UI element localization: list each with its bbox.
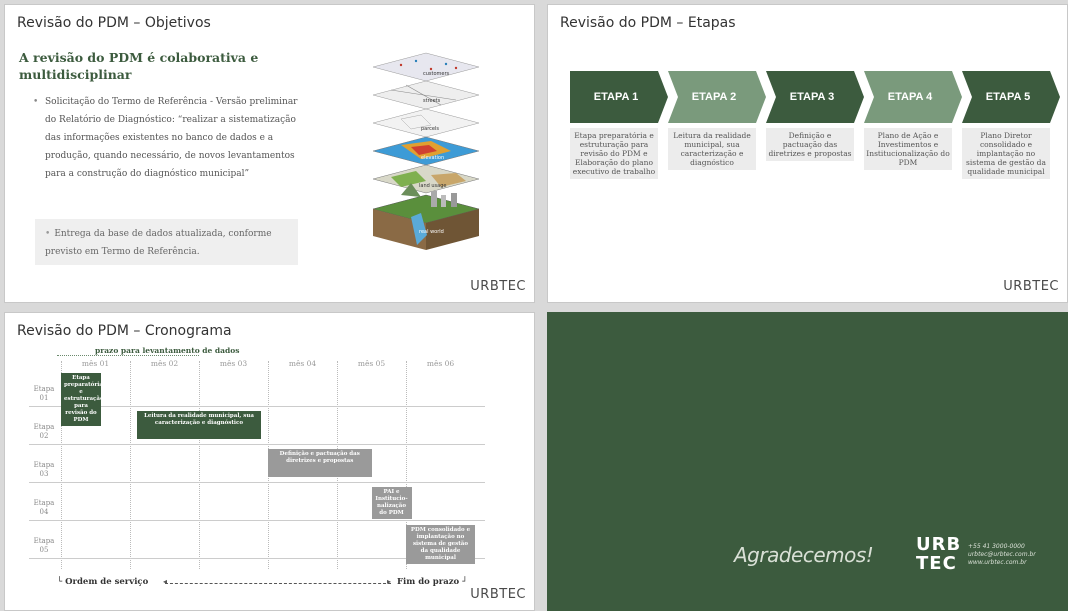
gantt-subtitle: prazo para levantamento de dados bbox=[95, 346, 240, 355]
contact-email[interactable]: urbtec@urbtec.com.br bbox=[968, 551, 1036, 558]
chevron-shape bbox=[570, 71, 668, 123]
month-header: mês 02 bbox=[150, 359, 179, 368]
step-label: ETAPA 2 bbox=[691, 91, 737, 103]
gantt-bar: PAI e Institucio-nalização do PDM bbox=[371, 487, 412, 519]
arrow-right-icon: ▸ bbox=[387, 577, 392, 586]
step-label: ETAPA 1 bbox=[593, 91, 639, 103]
bullet-item: • Solicitação do Termo de Referência - V… bbox=[33, 93, 307, 183]
arrow-left-icon: ◂ bbox=[163, 577, 168, 586]
chevron-shape bbox=[766, 71, 864, 123]
start-label: └ Ordem de serviço bbox=[57, 577, 149, 587]
step-description: Plano Diretor consolidado e implantação … bbox=[962, 128, 1050, 179]
row-label: Etapa 02 bbox=[33, 423, 55, 440]
row-divider bbox=[29, 558, 485, 559]
chevron-shape bbox=[962, 71, 1060, 123]
bullet-text: Entrega da base de dados atualizada, con… bbox=[45, 229, 272, 257]
chevron-shape bbox=[668, 71, 766, 123]
urbtec-logo: URBTEC bbox=[470, 279, 526, 294]
month-header: mês 01 bbox=[81, 359, 110, 368]
slide-agradecimento[interactable]: Agradecemos! URB TEC +55 41 3000-0000 ur… bbox=[547, 312, 1068, 611]
row-label: Etapa 04 bbox=[33, 499, 55, 516]
grid-line bbox=[130, 361, 131, 569]
month-header: mês 06 bbox=[426, 359, 455, 368]
month-header: mês 04 bbox=[288, 359, 317, 368]
step-label: ETAPA 5 bbox=[985, 91, 1031, 103]
urbtec-logo: URB TEC bbox=[916, 534, 962, 574]
row-divider bbox=[29, 482, 485, 483]
grid-line bbox=[199, 361, 200, 569]
bullet-icon: • bbox=[45, 229, 51, 239]
layer-label: elevation bbox=[421, 155, 444, 161]
step-label: ETAPA 4 bbox=[887, 91, 933, 103]
month-header: mês 03 bbox=[219, 359, 248, 368]
grid-line bbox=[61, 361, 62, 569]
layer-label: land usage bbox=[419, 183, 446, 189]
end-bracket-icon: ┘ bbox=[462, 577, 468, 587]
gantt-bar: Etapa preparatória e estruturação para r… bbox=[61, 373, 104, 426]
gis-layers-illustration: customers streets parcels elevation land… bbox=[372, 52, 480, 250]
gantt-bar: PDM consolidado e implantação no sistema… bbox=[406, 525, 475, 564]
urbtec-logo: URBTEC bbox=[1003, 279, 1059, 294]
row-divider bbox=[29, 406, 485, 407]
month-header: mês 05 bbox=[357, 359, 386, 368]
layer-label: streets bbox=[423, 98, 441, 104]
row-divider bbox=[29, 520, 485, 521]
layer-label: real world bbox=[419, 229, 444, 235]
slide-title: Revisão do PDM – Objetivos bbox=[17, 15, 211, 31]
step-label: ETAPA 3 bbox=[789, 91, 835, 103]
slide-etapas[interactable]: Revisão do PDM – Etapas ETAPA 1 Etapa pr… bbox=[547, 4, 1068, 303]
chevron-shape bbox=[864, 71, 962, 123]
step-description: Plano de Ação e Investimentos e Instituc… bbox=[864, 128, 952, 170]
gantt-bar: Definição e pactuação das diretrizes e p… bbox=[268, 449, 372, 477]
slide-cronograma[interactable]: Revisão do PDM – Cronograma prazo para l… bbox=[4, 312, 535, 611]
slide-objetivos[interactable]: Revisão do PDM – Objetivos A revisão do … bbox=[4, 4, 535, 303]
slide-title: Revisão do PDM – Etapas bbox=[560, 15, 736, 31]
urbtec-logo: URBTEC bbox=[470, 587, 526, 602]
thanks-text: Agradecemos! bbox=[734, 543, 874, 567]
bullet-text: Solicitação do Termo de Referência - Ver… bbox=[45, 97, 298, 179]
gantt-chart: mês 01 mês 02 mês 03 mês 04 mês 05 mês 06 Etap… bbox=[29, 359, 485, 569]
step-description: Leitura da realidade municipal, sua cara… bbox=[668, 128, 756, 170]
layer-label: customers bbox=[423, 71, 450, 77]
gantt-bar: Leitura da realidade municipal, sua cara… bbox=[136, 411, 262, 439]
bullet-item: •Entrega da base de dados atualizada, co… bbox=[45, 225, 293, 261]
contact-info: +55 41 3000-0000 urbtec@urbtec.com.br ww… bbox=[968, 543, 1036, 567]
grid-line bbox=[406, 361, 407, 569]
end-label: Fim do prazo ┘ bbox=[397, 577, 468, 587]
slide-title: Revisão do PDM – Cronograma bbox=[17, 323, 232, 339]
row-label: Etapa 03 bbox=[33, 461, 55, 478]
row-label: Etapa 05 bbox=[33, 537, 55, 554]
step-description: Etapa preparatória e estruturação para r… bbox=[570, 128, 658, 179]
slide-heading: A revisão do PDM é colaborativa e multid… bbox=[19, 50, 259, 82]
row-divider bbox=[29, 444, 485, 445]
highlight-box: •Entrega da base de dados atualizada, co… bbox=[35, 219, 298, 265]
timeline-arrow bbox=[165, 583, 391, 584]
contact-website[interactable]: www.urbtec.com.br bbox=[968, 559, 1027, 566]
step-description: Definição e pactuação das diretrizes e p… bbox=[766, 128, 854, 161]
layer-label: parcels bbox=[421, 126, 439, 132]
bullet-icon: • bbox=[33, 97, 39, 107]
row-label: Etapa 01 bbox=[33, 385, 55, 402]
start-bracket-icon: └ bbox=[57, 577, 63, 587]
contact-phone: +55 41 3000-0000 bbox=[968, 543, 1025, 550]
steps-flow: ETAPA 1 Etapa preparatória e estruturaçã… bbox=[570, 71, 1067, 211]
gantt-bracket bbox=[57, 355, 199, 356]
